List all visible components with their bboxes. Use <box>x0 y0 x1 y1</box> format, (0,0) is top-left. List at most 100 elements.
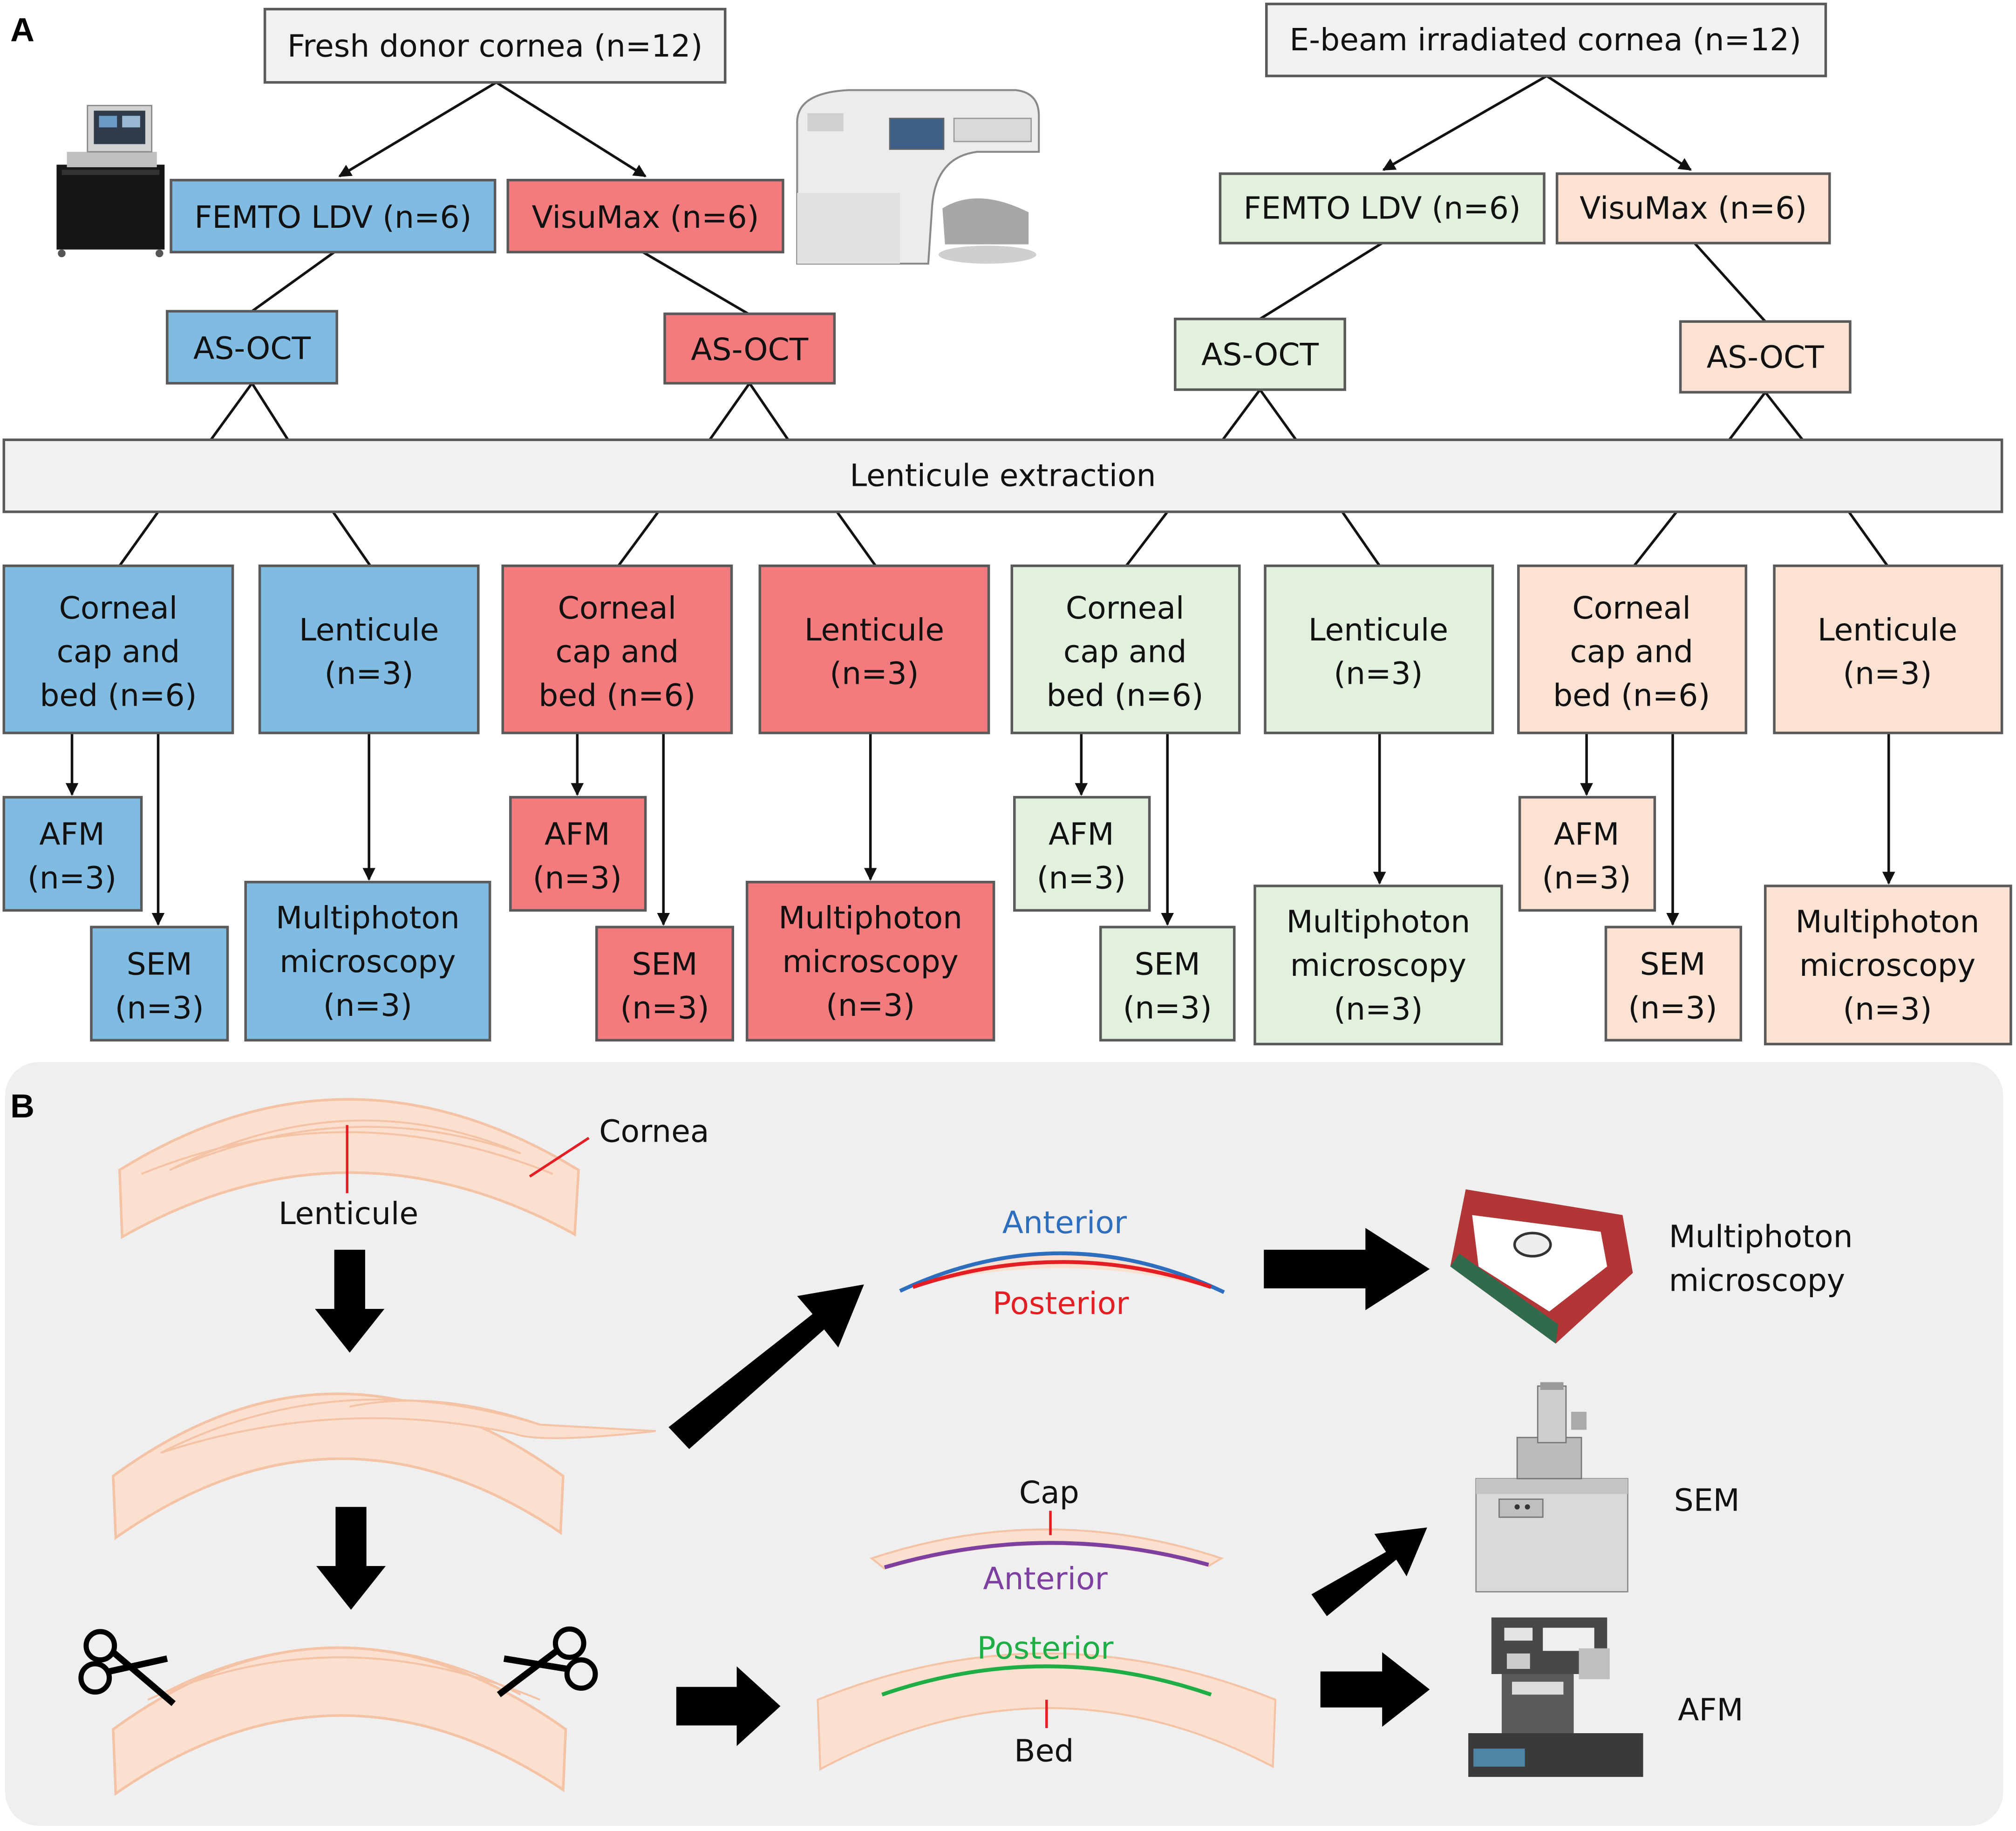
afm-line1: AFM <box>1049 817 1114 852</box>
asoct-box-3 <box>1174 318 1346 391</box>
panel-a: A Fresh donor cornea (n=12) E-beam irrad… <box>2 2 2012 1046</box>
cap-bed-box-1 <box>2 564 234 735</box>
mp-line1: Multiphoton <box>1286 904 1470 939</box>
ebeam-femto-label: FEMTO LDV (n=6) <box>1244 190 1521 226</box>
afm-line2: (n=3) <box>1037 860 1126 896</box>
multiphoton-box-3 <box>1253 885 1503 1046</box>
multiphoton-box-1 <box>244 880 491 1041</box>
afm-line1: AFM <box>545 817 610 852</box>
lenticule-box-1 <box>258 564 480 735</box>
cap-bed-line1: Corneal <box>1066 590 1185 626</box>
tree-connectors <box>118 75 1889 567</box>
cornea-diagram-top <box>118 1098 590 1239</box>
lenticule-line1: Lenticule <box>1818 612 1957 648</box>
mp-line2: microscopy <box>1799 947 1975 983</box>
asoct-label-4: AS-OCT <box>1707 340 1824 375</box>
mp-line3: (n=3) <box>1334 991 1423 1027</box>
fresh-root-box <box>263 7 727 84</box>
posterior-label-bed: Posterior <box>977 1630 1114 1666</box>
leaf-arrows <box>65 733 1895 926</box>
afm-line1: AFM <box>39 817 105 852</box>
sem-line2: (n=3) <box>1628 990 1717 1026</box>
sem-box-2 <box>595 926 735 1041</box>
lenticule-surfaces <box>899 1251 1225 1294</box>
sem-line1: SEM <box>1640 946 1706 982</box>
posterior-label-lenticule: Posterior <box>993 1286 1129 1321</box>
lenticule-line2: (n=3) <box>1843 656 1932 692</box>
bed-label: Bed <box>1014 1733 1074 1769</box>
cap-bed-line1: Corneal <box>558 590 677 626</box>
lenticule-line2: (n=3) <box>1334 656 1423 692</box>
fresh-femto-box <box>170 178 497 253</box>
multiphoton-box-4 <box>1764 885 2012 1046</box>
ebeam-visumax-label: VisuMax (n=6) <box>1580 190 1807 226</box>
mp-line3: (n=3) <box>826 987 915 1023</box>
visumax-device-icon <box>796 89 1040 265</box>
lenticule-line1: Lenticule <box>804 612 944 648</box>
cornea-diagram-bottom <box>112 1646 567 1796</box>
sem-box-4 <box>1604 926 1743 1041</box>
cap-bed-line2: cap and <box>1063 634 1187 670</box>
down-arrow-1 <box>315 1250 385 1353</box>
cap-bed-box-4 <box>1517 564 1748 735</box>
lenticule-box-3 <box>1264 564 1494 735</box>
ebeam-root-label: E-beam irradiated cornea (n=12) <box>1289 22 1801 58</box>
afm-box-4 <box>1518 796 1656 912</box>
asoct-box-2 <box>663 312 836 385</box>
right-arrow-afm <box>1320 1652 1430 1727</box>
afm-label: AFM <box>1678 1692 1744 1728</box>
cap-bed-line2: cap and <box>57 634 180 670</box>
mp-line2: microscopy <box>279 944 456 980</box>
lenticule-box-4 <box>1773 564 2003 735</box>
cap-label: Cap <box>1019 1475 1079 1511</box>
fresh-visumax-box <box>506 178 784 253</box>
panel-b-label: B <box>10 1088 34 1125</box>
fresh-visumax-label: VisuMax (n=6) <box>532 199 759 235</box>
cap-bed-line3: bed (n=6) <box>538 678 695 714</box>
down-arrow-2 <box>316 1507 386 1610</box>
sem-line2: (n=3) <box>1123 990 1212 1026</box>
mp-line2: microscopy <box>782 944 958 980</box>
ebeam-visumax-box <box>1555 172 1831 245</box>
afm-box-3 <box>1013 796 1151 912</box>
afm-box-1 <box>2 796 143 912</box>
sem-instrument-icon <box>1475 1382 1628 1593</box>
scissors-icon <box>78 1629 176 1706</box>
cap-bed-box-3 <box>1010 564 1241 735</box>
sem-line2: (n=3) <box>115 990 204 1026</box>
asoct-box-1 <box>166 310 338 385</box>
lenticule-label: Lenticule <box>279 1196 418 1232</box>
cornea-label: Cornea <box>599 1113 709 1149</box>
afm-line2: (n=3) <box>27 860 116 896</box>
femto-ldv-device-icon <box>56 105 165 258</box>
scissors-icon <box>497 1626 598 1697</box>
afm-instrument-icon <box>1468 1617 1643 1777</box>
extraction-bar <box>2 438 2003 513</box>
tree-boxes: Fresh donor cornea (n=12) E-beam irradia… <box>2 2 2012 1046</box>
sem-line1: SEM <box>632 946 698 982</box>
mp-line2: microscopy <box>1290 947 1466 983</box>
cap-diagram <box>870 1511 1224 1570</box>
asoct-box-4 <box>1679 320 1852 394</box>
afm-line2: (n=3) <box>1542 860 1631 896</box>
mp-line1: Multiphoton <box>1796 904 1980 939</box>
cap-bed-box-2 <box>501 564 733 735</box>
afm-line2: (n=3) <box>533 860 622 896</box>
multiphoton-label-line2: microscopy <box>1669 1262 1845 1298</box>
multiphoton-box-2 <box>745 880 995 1041</box>
right-arrow-multiphoton <box>1264 1228 1430 1310</box>
cornea-diagram-middle <box>112 1392 656 1540</box>
diagonal-arrow-sem <box>1311 1527 1427 1616</box>
lenticule-line2: (n=3) <box>325 656 414 692</box>
panel-b: B Cornea Lenticule Anterior Posterior Mu… <box>5 1062 2003 1826</box>
multiphoton-label-line1: Multiphoton <box>1669 1219 1853 1255</box>
asoct-label-2: AS-OCT <box>691 332 808 368</box>
mp-line1: Multiphoton <box>276 900 460 936</box>
fresh-root-label: Fresh donor cornea (n=12) <box>287 28 703 64</box>
cap-bed-line3: bed (n=6) <box>1047 678 1204 714</box>
lenticule-line2: (n=3) <box>830 656 919 692</box>
cap-bed-line2: cap and <box>556 634 679 670</box>
cap-bed-line3: bed (n=6) <box>40 678 197 714</box>
sem-line1: SEM <box>127 946 192 982</box>
ebeam-root-box <box>1265 2 1827 77</box>
